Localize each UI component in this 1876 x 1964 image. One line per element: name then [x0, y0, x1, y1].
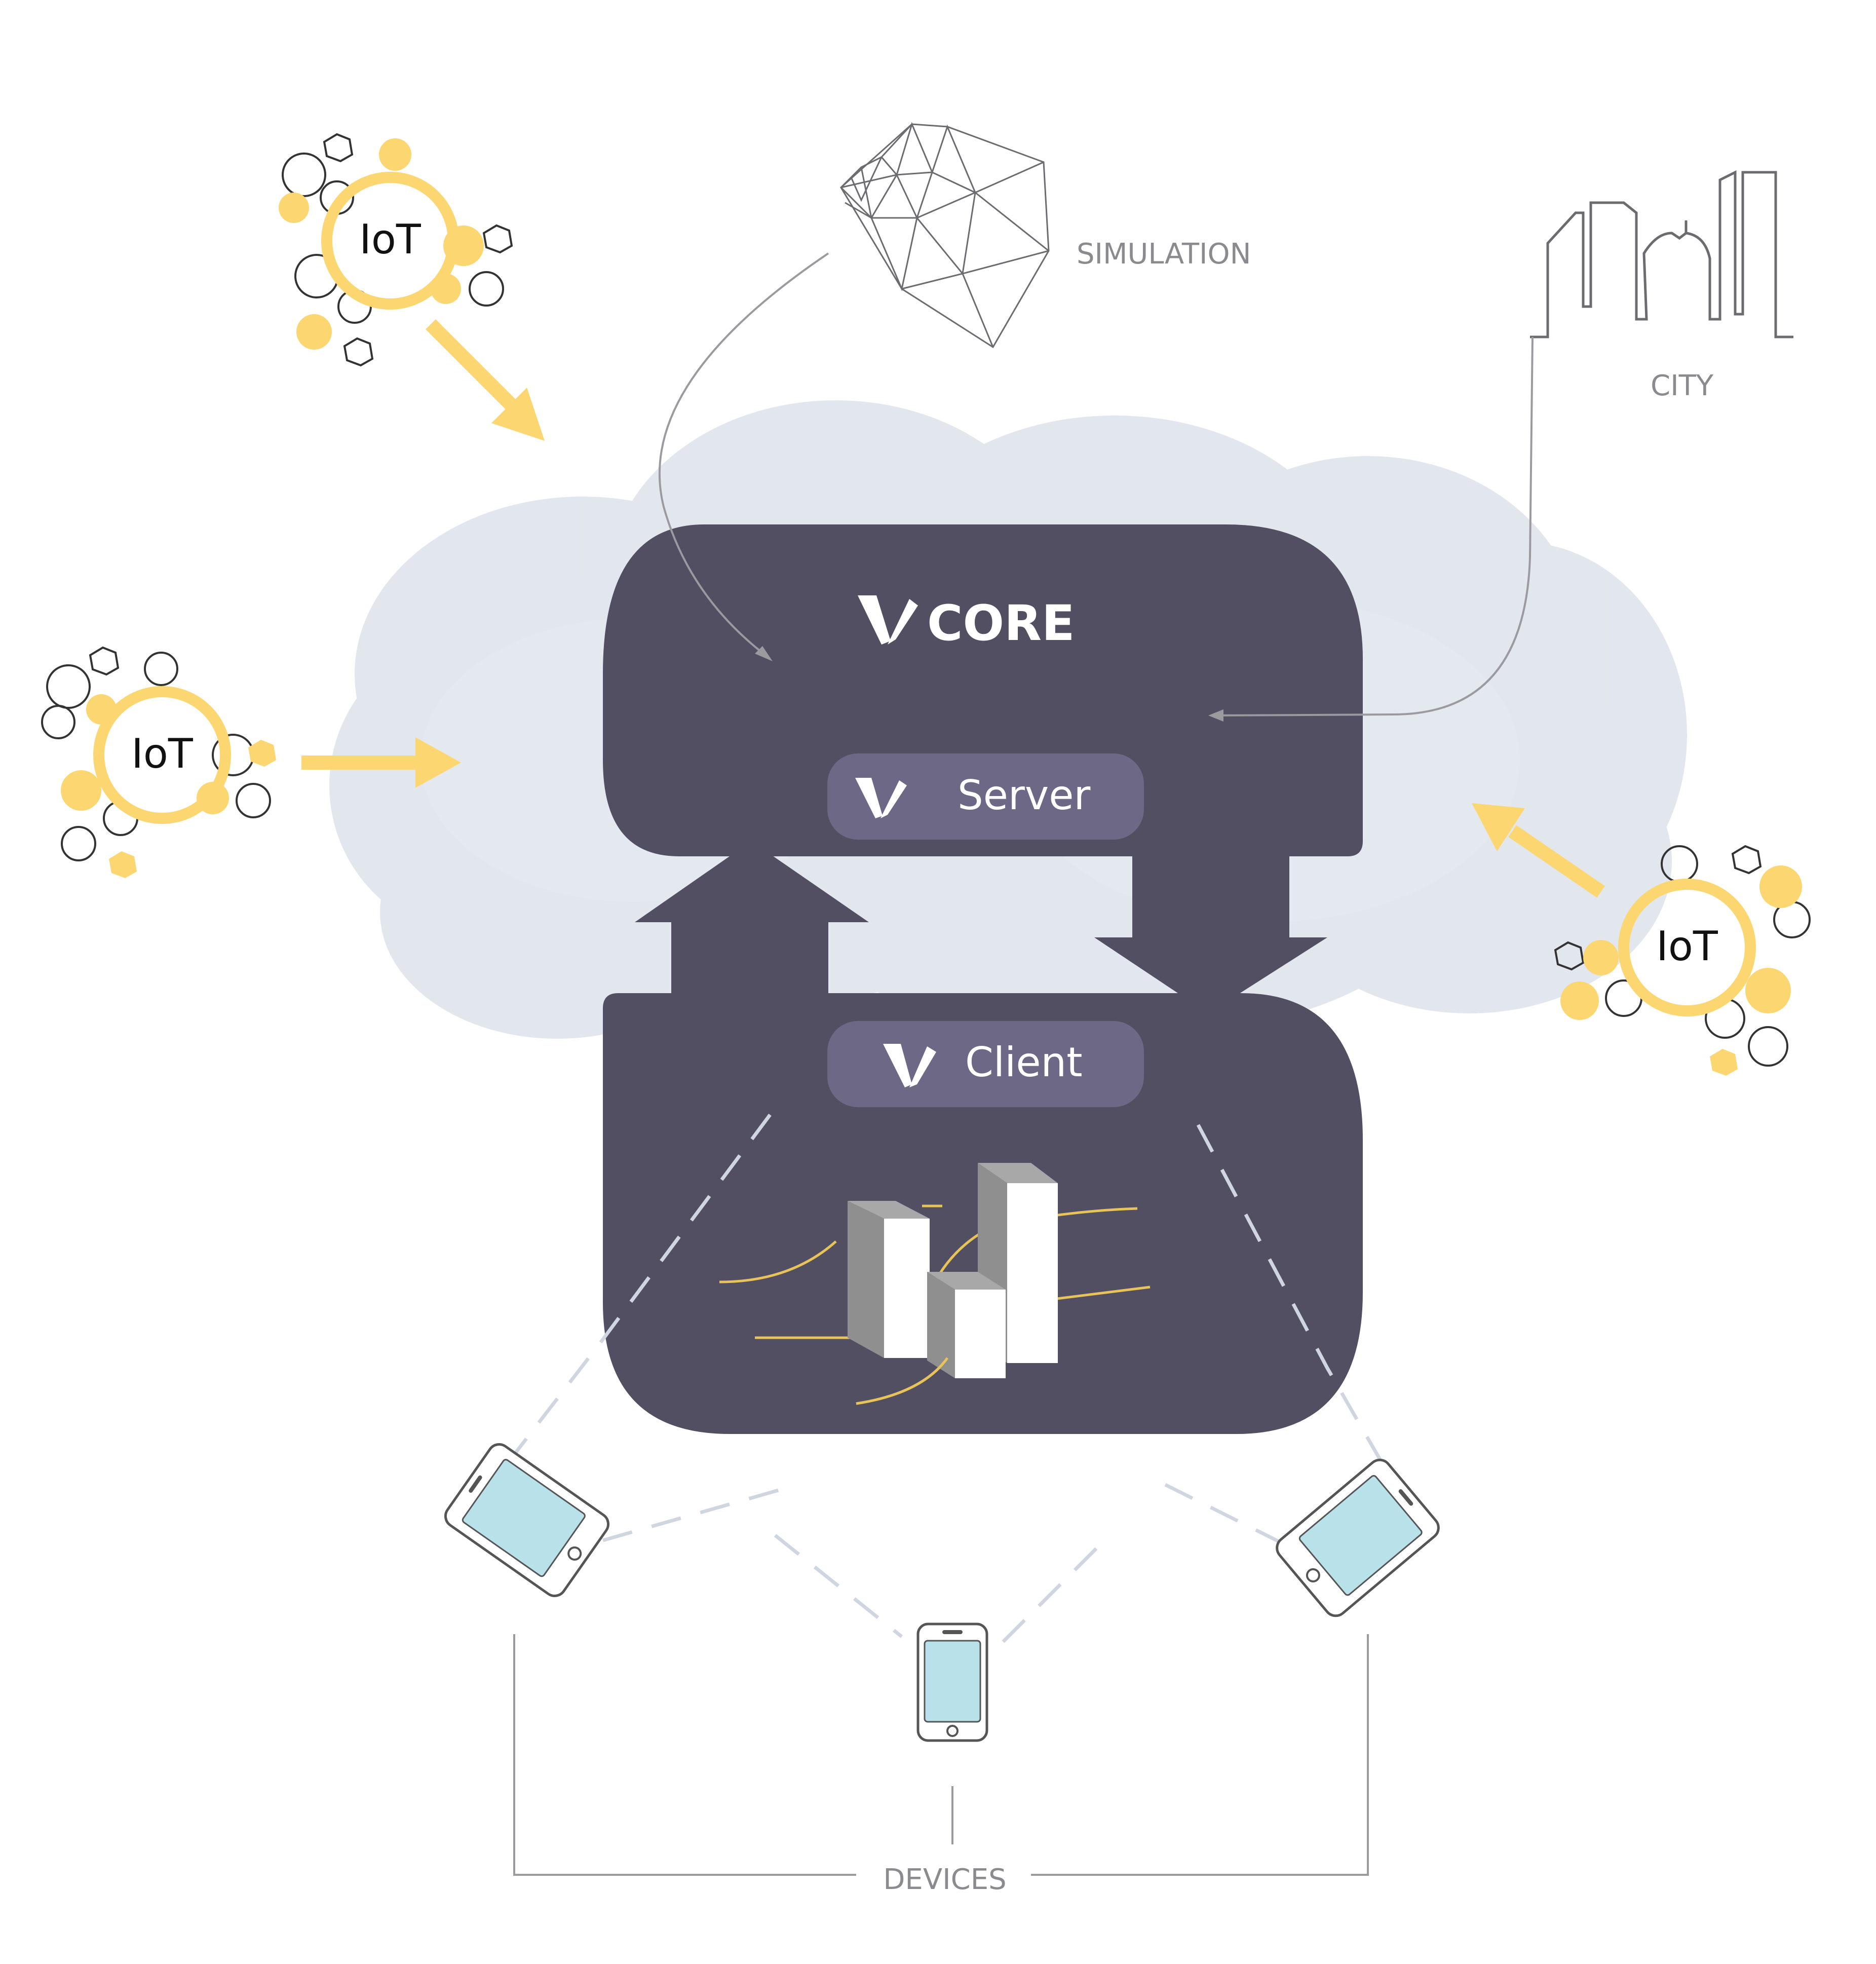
server-label: Server: [958, 772, 1090, 819]
iot-arrow-right: [1472, 803, 1605, 898]
simulation-mesh-icon: [840, 122, 1050, 349]
devices-label: DEVICES: [883, 1863, 1006, 1896]
server-pill: [827, 753, 1144, 840]
simulation-flow-arrowhead: [755, 646, 773, 661]
client-logo-icon: [883, 1044, 936, 1087]
city-skyline-icon: [1530, 170, 1793, 338]
client-label: Client: [965, 1039, 1083, 1086]
server-logo-icon: [855, 778, 907, 818]
city-label: CITY: [1651, 369, 1714, 402]
simulation-label: SIMULATION: [1077, 238, 1251, 271]
iot-node-left: IoT: [41, 646, 276, 878]
iot-arrow-top-left: [426, 319, 545, 441]
device-phone-left: [444, 1443, 610, 1597]
download-arrow: [1094, 851, 1327, 1013]
data-flow-lines: [659, 252, 1534, 716]
devices-bracket: [513, 1634, 1369, 1876]
device-phone-center: [916, 1622, 988, 1742]
iot-label: IoT: [359, 216, 422, 263]
core-logo-icon: [858, 595, 918, 645]
iot-arrow-left: [301, 737, 461, 788]
city-flow-arrowhead: [1208, 709, 1223, 722]
upload-arrow: [635, 841, 869, 998]
device-phone-right: [1276, 1458, 1440, 1617]
iot-label: IoT: [131, 730, 194, 777]
core-title: CORE: [927, 595, 1075, 652]
buildings-illustration: [719, 1163, 1151, 1405]
iot-node-right: IoT: [1554, 845, 1811, 1076]
iot-node-top-left: IoT: [279, 133, 513, 367]
device-connections: [505, 1113, 1405, 1643]
iot-label: IoT: [1656, 923, 1718, 970]
